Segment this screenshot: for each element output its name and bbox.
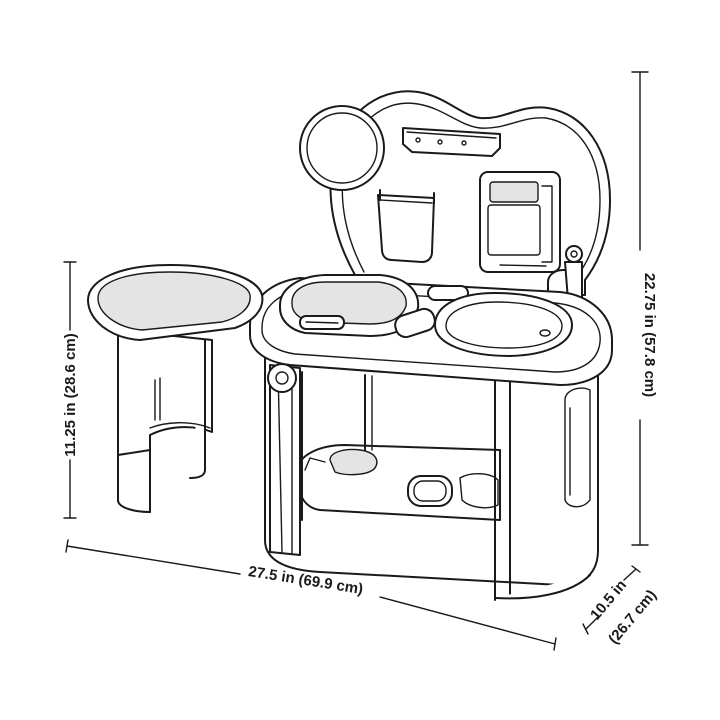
total-height-label: 22.75 in (57.8 cm): [641, 273, 658, 397]
hook-rail: [402, 127, 501, 157]
cup-holder: [377, 189, 435, 263]
left-door: [269, 364, 303, 556]
right-sink: [434, 292, 573, 357]
center-divider: [364, 374, 373, 451]
cabinet-right-column: [494, 359, 591, 601]
mirror: [299, 105, 385, 191]
depth-dimension: 10.5 in (26.7 cm): [582, 565, 660, 647]
total-height-dimension: 22.75 in (57.8 cm): [631, 71, 658, 546]
left-basin: [279, 274, 420, 337]
seat-height-label: 11.25 in (28.6 cm): [62, 333, 79, 456]
stool: [87, 264, 264, 513]
seat-height-dimension: 11.25 in (28.6 cm): [62, 261, 79, 519]
towel-holder: [479, 171, 561, 273]
soap-tray: [394, 285, 469, 339]
lower-shelf: [297, 444, 501, 521]
